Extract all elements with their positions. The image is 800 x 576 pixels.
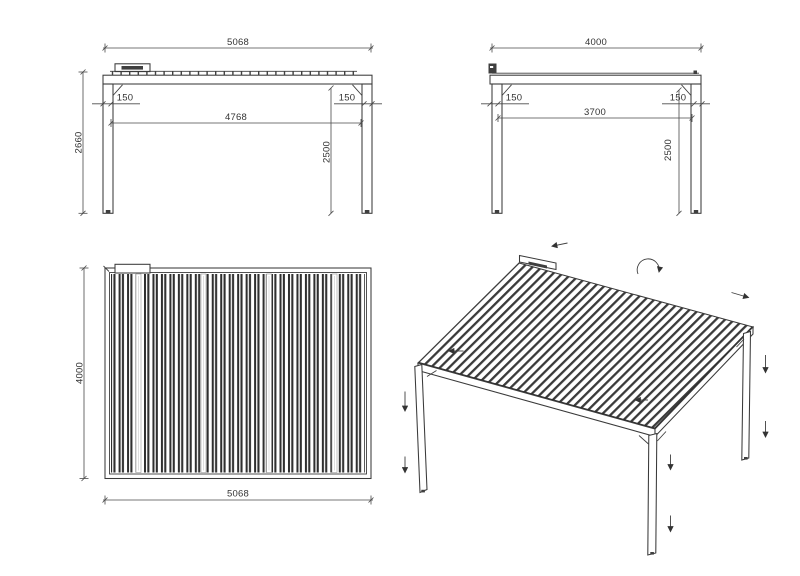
corner-mark	[103, 265, 110, 272]
dim-label: 150	[670, 93, 686, 104]
motor-unit-icon	[488, 63, 497, 74]
corner-brace	[112, 84, 123, 96]
leg-foot	[650, 552, 654, 555]
dimension-post-inset-left: 150	[92, 93, 140, 107]
corner-brace	[426, 370, 437, 377]
dim-label: 2660	[74, 132, 85, 154]
dimension-overall-depth: 4000	[489, 37, 704, 53]
pergola-frame-front	[102, 70, 373, 214]
perspective-view	[401, 242, 769, 556]
dimension-clear-height: 2500	[322, 85, 334, 217]
slide-arrow-icon	[731, 292, 750, 300]
dim-label: 4000	[585, 37, 607, 48]
dim-label: 150	[339, 93, 355, 104]
motor-unit-icon	[114, 263, 151, 274]
corner-brace	[656, 431, 667, 442]
dim-label: 5068	[227, 489, 249, 500]
pergola-frame-side	[489, 70, 702, 214]
dim-label: 2500	[663, 139, 674, 161]
corner-brace	[681, 84, 692, 96]
motor-unit-icon	[518, 254, 557, 271]
post-left	[102, 83, 114, 214]
dimension-clear-height: 2500	[663, 87, 682, 217]
dim-label: 5068	[227, 37, 249, 48]
roof-beam	[489, 74, 702, 85]
dimension-post-inset-right: 150	[334, 93, 382, 107]
dimension-inner-span: 4768	[108, 112, 364, 127]
corner-brace	[352, 84, 363, 96]
louver-edge-strip	[110, 71, 357, 76]
dimension-depth: 4000	[75, 265, 89, 482]
roof-beam	[102, 74, 373, 85]
dim-label: 150	[117, 93, 133, 104]
dim-label: 3700	[584, 107, 606, 118]
leg-foot	[744, 457, 748, 460]
post-left	[491, 83, 503, 214]
roof-frame-outer	[104, 267, 372, 480]
corner-brace	[501, 84, 512, 96]
bracket-mark	[693, 70, 697, 74]
dim-label: 150	[506, 93, 522, 104]
plan-view: 4000 5068	[75, 263, 374, 505]
post-right	[361, 83, 373, 214]
slide-arrow-icon	[551, 242, 568, 249]
side-elevation-view: 4000 150 150 3700 2500	[481, 37, 710, 217]
corner-brace	[638, 435, 649, 445]
post-foot	[693, 210, 699, 214]
post-foot	[364, 210, 370, 214]
post-right	[690, 83, 702, 214]
motor-unit-icon	[114, 63, 151, 73]
louver-slats	[111, 274, 365, 473]
dimension-post-inset-right: 150	[662, 93, 710, 107]
post-foot	[105, 210, 111, 214]
dimension-width: 5068	[102, 489, 374, 505]
front-elevation-view: 5068 2660 150 150 4768	[74, 37, 382, 217]
roof-frame-inner	[109, 272, 367, 475]
corner-brace	[736, 338, 745, 348]
leg-front	[647, 432, 658, 556]
dimension-post-inset-left: 150	[481, 93, 529, 107]
dimension-overall-height: 2660	[74, 69, 88, 217]
leg-left	[414, 363, 428, 494]
dim-label: 4768	[225, 112, 247, 123]
dim-label: 2500	[322, 141, 333, 163]
post-foot	[494, 210, 500, 214]
leg-right	[741, 330, 752, 461]
dimension-overall-width: 5068	[102, 37, 374, 53]
dimension-inner-span: 3700	[495, 107, 695, 122]
dim-label: 4000	[75, 362, 86, 384]
rotation-arrow-icon	[636, 258, 664, 275]
leg-foot	[421, 489, 425, 493]
